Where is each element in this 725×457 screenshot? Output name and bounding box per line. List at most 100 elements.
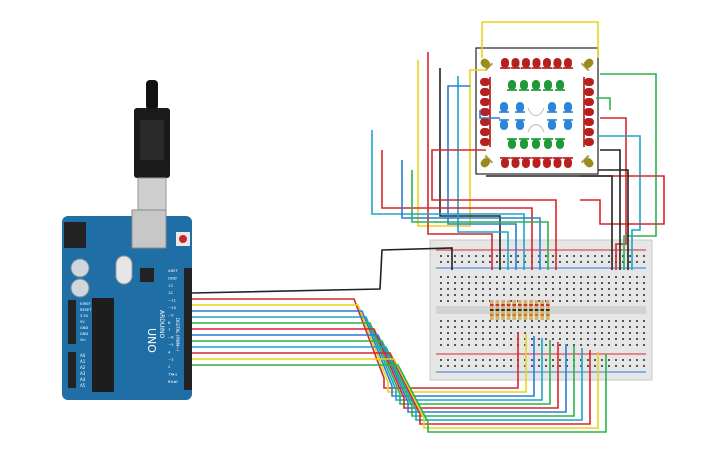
led[interactable] (480, 107, 491, 117)
jumper-wire[interactable] (401, 160, 541, 270)
led-body (543, 158, 551, 168)
jumper-wires[interactable] (191, 21, 665, 433)
led[interactable] (542, 157, 552, 168)
jumper-wire[interactable] (381, 150, 533, 270)
breadboard-hole (594, 320, 596, 322)
led[interactable] (555, 80, 565, 91)
led[interactable] (507, 80, 517, 91)
power-pin-label: 5V (80, 320, 85, 324)
jumper-wire[interactable] (191, 247, 453, 294)
jumper-wire[interactable] (431, 149, 557, 270)
led[interactable] (480, 97, 491, 107)
jumper-wire[interactable] (600, 149, 621, 270)
led[interactable] (583, 77, 594, 87)
led[interactable] (478, 56, 494, 72)
led-matrix[interactable] (475, 47, 599, 175)
led[interactable] (531, 80, 541, 91)
led[interactable] (547, 119, 557, 130)
jumper-wire[interactable] (192, 340, 575, 417)
jumper-wire[interactable] (192, 328, 559, 409)
breadboard[interactable] (429, 239, 653, 381)
led[interactable] (499, 102, 509, 113)
jumper-wire[interactable] (192, 310, 535, 397)
jumper-wire[interactable] (192, 316, 543, 401)
led[interactable] (543, 80, 553, 91)
jumper-wire[interactable] (598, 135, 641, 270)
jumper-wire[interactable] (192, 350, 591, 425)
jumper-wire[interactable] (600, 117, 627, 270)
led[interactable] (563, 119, 573, 130)
led[interactable] (583, 137, 594, 147)
led[interactable] (580, 154, 596, 170)
led[interactable] (531, 138, 541, 149)
jumper-wire[interactable] (439, 68, 501, 270)
led[interactable] (478, 154, 494, 170)
jumper-wire[interactable] (600, 73, 657, 270)
arduino-board[interactable]: ARDUINO UNO DIGITAL (PWM~) IOREFRESET3.3… (62, 209, 192, 400)
led[interactable] (583, 87, 594, 97)
led[interactable] (552, 58, 563, 69)
resistor-band (512, 304, 516, 306)
breadboard-hole (643, 300, 645, 302)
led[interactable] (499, 119, 509, 130)
breadboard-holes (440, 255, 645, 367)
jumper-wire[interactable] (447, 85, 517, 270)
jumper-wire[interactable] (192, 346, 583, 421)
led[interactable] (531, 58, 542, 69)
led[interactable] (563, 58, 573, 69)
led[interactable] (480, 137, 491, 147)
led[interactable] (500, 157, 510, 168)
led[interactable] (521, 58, 531, 69)
led[interactable] (583, 97, 594, 107)
breadboard-hole (573, 288, 575, 290)
resistor-array[interactable] (490, 300, 550, 320)
led[interactable] (507, 138, 517, 149)
led[interactable] (480, 77, 491, 87)
led[interactable] (510, 58, 521, 69)
jumper-wire[interactable] (192, 298, 519, 389)
led[interactable] (519, 138, 529, 149)
jumper-wire[interactable] (580, 175, 665, 225)
led[interactable] (510, 157, 521, 168)
jumper-wire[interactable] (192, 354, 607, 433)
jumper-wire[interactable] (482, 21, 599, 58)
jumper-wire[interactable] (417, 60, 486, 227)
jumper-wire[interactable] (192, 352, 599, 429)
jumper-wire[interactable] (411, 170, 549, 270)
breadboard-hole (489, 359, 491, 361)
led[interactable] (521, 157, 531, 168)
breadboard-hole (538, 276, 540, 278)
led[interactable] (480, 117, 491, 127)
led[interactable] (543, 138, 553, 149)
jumper-wire[interactable] (371, 130, 525, 270)
led[interactable] (515, 102, 525, 113)
jumper-wire[interactable] (192, 322, 551, 405)
jumper-wire[interactable] (192, 334, 567, 413)
jumper-wire[interactable] (596, 97, 611, 110)
led[interactable] (563, 102, 573, 113)
jumper-wire[interactable] (192, 304, 527, 393)
led[interactable] (500, 58, 510, 69)
led[interactable] (547, 102, 557, 113)
led[interactable] (480, 127, 491, 137)
led[interactable] (583, 107, 594, 117)
led[interactable] (515, 119, 525, 130)
led[interactable] (563, 157, 573, 168)
led[interactable] (542, 58, 552, 69)
usb-cable[interactable] (134, 80, 170, 211)
breadboard-hole (475, 282, 477, 284)
jumper-wire[interactable] (427, 52, 493, 270)
led[interactable] (531, 157, 542, 168)
led[interactable] (519, 80, 529, 91)
jumper-wire[interactable] (598, 169, 629, 270)
led[interactable] (580, 56, 596, 72)
led[interactable] (480, 87, 491, 97)
jumper-wire[interactable] (457, 76, 509, 270)
jumper-wire[interactable] (486, 175, 613, 270)
led[interactable] (555, 138, 565, 149)
led[interactable] (583, 117, 594, 127)
led[interactable] (552, 157, 563, 168)
led[interactable] (583, 127, 594, 137)
jumper-wire[interactable] (479, 110, 500, 119)
